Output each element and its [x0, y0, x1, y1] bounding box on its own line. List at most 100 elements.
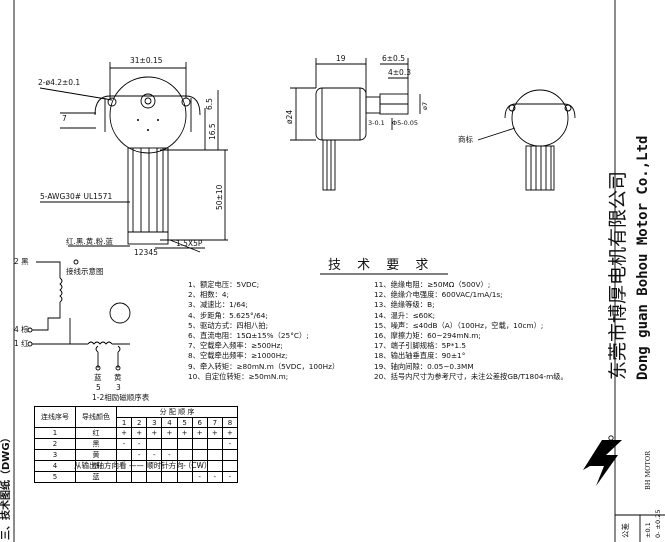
- spec-item: 16、摩擦力矩：60~294mN.m;: [374, 331, 481, 341]
- dim-6-5: 6.5: [205, 98, 214, 110]
- label-mark-text: 商标: [458, 135, 473, 144]
- wire-spec: 5-AWG30# UL1571: [40, 192, 113, 201]
- mark-cell: +: [191, 427, 208, 439]
- wiring-title: 接线示意图: [66, 267, 104, 276]
- mark-cell: [146, 438, 163, 450]
- dim-seven: 7: [62, 114, 67, 123]
- wire-label-blue: 蓝: [94, 373, 102, 382]
- table-row: 5 蓝 - - -: [34, 471, 239, 483]
- mark-cell: [161, 438, 178, 450]
- mark-cell: +: [146, 427, 163, 439]
- dim-top-width: 31±0.15: [130, 56, 163, 65]
- dim-side-19: 19: [336, 54, 346, 63]
- company-name-cn: 东莞市博厚电机有限公司: [607, 170, 629, 380]
- sequence-caption: 1-2相励磁顺序表: [92, 393, 150, 402]
- step-cell: 8: [221, 417, 239, 428]
- spec-item: 11、绝缘电阻：≥50MΩ（500V）;: [374, 280, 491, 289]
- section-title: 三、技术图纸（DWG）: [1, 432, 12, 540]
- bh-logo-icon: [583, 435, 622, 486]
- step-cell: 2: [131, 417, 148, 428]
- mark-cell: [221, 460, 239, 472]
- mark-cell: -: [161, 449, 178, 461]
- spec-item: 2、相数：4;: [188, 290, 229, 300]
- spec-item: 5、驱动方式：四相八拍;: [188, 320, 269, 330]
- dim-side-24: ø24: [285, 109, 294, 124]
- spec-item: 12、绝缘介电强度：600VAC/1mA/1s;: [374, 290, 503, 300]
- wire-label-brown: 4 棕: [14, 325, 29, 334]
- spec-item: 10、自定位转矩：≥50mN.m;: [188, 371, 289, 381]
- spec-item: 18、输出轴垂直度：90±1°: [374, 351, 466, 361]
- spec-item: 13、绝缘等级：B;: [374, 300, 435, 310]
- company-name-en: Dong guan Bohou Motor Co.,Ltd: [635, 135, 651, 380]
- table-row: 4 棕 - - -: [34, 460, 239, 472]
- table-header-color: 导线颜色: [75, 406, 117, 428]
- spec-item: 4、步距角：5.625°/64;: [188, 310, 268, 320]
- direction-note: 从输出轴方向看 —— 顺时针方向（CW）: [74, 461, 212, 470]
- table-row: 2 黑 - - -: [34, 438, 239, 450]
- spec-item: 6、直流电阻：15Ω±15%（25°C）;: [188, 331, 309, 341]
- wire-label-red: 1 红: [14, 339, 29, 348]
- row-color: 红: [75, 427, 117, 439]
- mark-cell: [221, 449, 239, 461]
- row-color: 黑: [75, 438, 117, 450]
- spec-item: 20、括号内尺寸为参考尺寸，未注公差按GB/T1804-m级。: [374, 371, 568, 381]
- mark-cell: -: [206, 471, 223, 483]
- mark-cell: [131, 471, 148, 483]
- step-cell: 7: [206, 417, 223, 428]
- dim-side-4: 4±0.3: [388, 68, 411, 77]
- mark-cell: +: [131, 427, 148, 439]
- row-no: 4: [34, 460, 76, 472]
- mark-cell: +: [176, 427, 193, 439]
- mark-cell: -: [131, 438, 148, 450]
- spec-item: 17、端子引脚规格：5P*1.5: [374, 341, 466, 351]
- row-no: 1: [34, 427, 76, 439]
- tolerance-v2: 0- ±0.25: [654, 509, 662, 538]
- step-cell: 1: [115, 417, 133, 428]
- dim-side-7: ø7: [421, 101, 429, 110]
- dim-pitch: 1.5X5P: [176, 239, 203, 248]
- table-header-wire: 连线序号: [34, 406, 76, 428]
- wire-colors: 红.黑.黄.粉.蓝: [66, 237, 114, 246]
- dim-16-5: 16.5: [208, 123, 217, 140]
- row-no: 3: [34, 449, 76, 461]
- mark-cell: [206, 449, 223, 461]
- spec-item: 3、减速比：1/64;: [188, 300, 248, 310]
- step-cell: 6: [191, 417, 208, 428]
- mark-cell: -: [191, 471, 208, 483]
- mark-cell: [206, 438, 223, 450]
- table-row: 1 红 + + + + + + + +: [34, 427, 239, 439]
- mark-cell: -: [146, 449, 163, 461]
- mark-cell: [176, 471, 193, 483]
- mark-cell: [176, 449, 193, 461]
- dim-side-3: 3-0.1: [368, 119, 385, 127]
- mark-cell: +: [206, 427, 223, 439]
- spec-item: 15、噪声：≤40dB（A）（100Hz，空载，10cm）;: [374, 320, 544, 330]
- mark-cell: [161, 471, 178, 483]
- step-cell: 3: [146, 417, 163, 428]
- pin-numbers: 12345: [134, 248, 158, 257]
- wire-label-yellow: 黄: [114, 373, 122, 382]
- sequence-table: 连线序号 导线颜色 分 配 顺 序 1 2 3 4 5 6 7 8 1 红 + …: [34, 406, 239, 483]
- mark-cell: +: [221, 427, 239, 439]
- mark-cell: [115, 471, 133, 483]
- mark-cell: [115, 449, 133, 461]
- wire-label-black: 2 黑: [14, 257, 29, 266]
- step-cell: 5: [176, 417, 193, 428]
- tech-title: 技 术 要 求: [328, 258, 435, 273]
- mark-cell: -: [131, 449, 148, 461]
- table-row: 3 黄 - - -: [34, 449, 239, 461]
- specs-right: 11、绝缘电阻：≥50MΩ（500V）; 12、绝缘介电强度：600VAC/1m…: [374, 280, 568, 382]
- wire-label-5: 5: [96, 383, 101, 392]
- mark-cell: +: [115, 427, 133, 439]
- spec-item: 14、温升：≤60K;: [374, 310, 436, 320]
- mark-cell: [191, 449, 208, 461]
- dim-side-6: 6±0.5: [382, 54, 405, 63]
- spec-item: 19、轴向间隙：0.05~0.3MM: [374, 361, 474, 371]
- spec-item: 8、空载牵出频率：≥1000Hz;: [188, 351, 288, 361]
- spec-item: 1、额定电压：5VDC;: [188, 280, 260, 289]
- tolerance-v1: ±0.1: [644, 522, 652, 538]
- step-cell: 4: [161, 417, 178, 428]
- row-color: 黄: [75, 449, 117, 461]
- wire-label-3: 3: [116, 383, 121, 392]
- dim-lead-length: 50±10: [215, 184, 224, 210]
